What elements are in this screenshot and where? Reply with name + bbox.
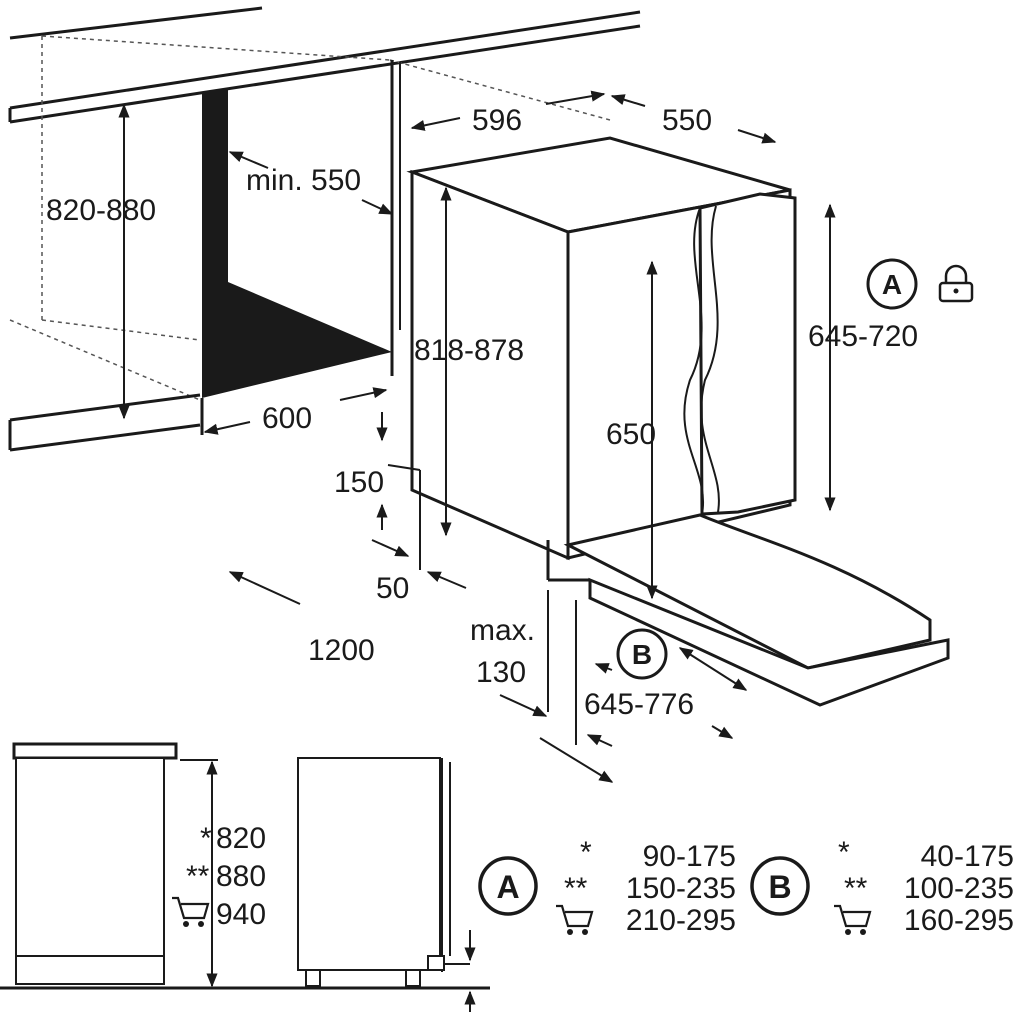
door-height-range-label: 645-720 — [808, 320, 918, 353]
plinth-height-label: 150 — [334, 466, 384, 499]
svg-text:B: B — [768, 869, 791, 905]
marker-a-top: A — [866, 258, 918, 310]
open-door-floor — [546, 513, 950, 707]
table-a-value-3: 210-295 — [626, 904, 736, 937]
table-b-value-3: 160-295 — [904, 904, 1014, 937]
cabinet-height-label: 820-880 — [46, 194, 156, 227]
table-b-prefix-1: * — [838, 836, 850, 869]
side-height-value-1: 820 — [216, 822, 266, 855]
marker-b-top: B — [616, 628, 668, 680]
plinth-setback-label: 50 — [376, 572, 409, 605]
worktop — [8, 6, 641, 124]
cabinet-outline-dashed — [9, 35, 611, 401]
dimension-lines — [118, 90, 836, 783]
side-height-value-2: 880 — [216, 860, 266, 893]
shopping-cart-icon — [172, 896, 210, 927]
padlock-icon — [938, 264, 974, 303]
marker-a-table: A — [478, 856, 538, 916]
door-panel — [683, 192, 797, 516]
niche-opening — [200, 60, 401, 435]
table-a-value-1: 90-175 — [643, 840, 736, 873]
max-label: max. — [470, 614, 535, 647]
door-height-label: 650 — [606, 418, 656, 451]
total-depth-label: 1200 — [308, 634, 375, 667]
side-view-freestanding — [12, 742, 218, 988]
door-opening-label: 645-776 — [584, 688, 694, 721]
svg-text:B: B — [632, 639, 652, 670]
side-height-prefix-1: * — [200, 822, 212, 855]
svg-text:A: A — [496, 869, 519, 905]
max-value-label: 130 — [476, 656, 526, 689]
side-height-value-3: 940 — [216, 898, 266, 931]
shopping-cart-icon — [556, 904, 594, 935]
table-b-value-2: 100-235 — [904, 872, 1014, 905]
side-view-builtin — [297, 757, 476, 1012]
table-a-prefix-1: * — [580, 836, 592, 869]
table-b-value-1: 40-175 — [921, 840, 1014, 873]
table-a-value-2: 150-235 — [626, 872, 736, 905]
appliance-depth-label: 550 — [662, 104, 712, 137]
niche-width-label: 600 — [262, 402, 312, 435]
appliance-width-label: 596 — [472, 104, 522, 137]
marker-b-table: B — [750, 856, 810, 916]
cabinet-base — [8, 393, 201, 452]
svg-text:A: A — [882, 269, 902, 300]
min-depth-label: min. 550 — [246, 164, 361, 197]
table-a-prefix-2: ** — [564, 872, 588, 905]
appliance-height-label: 818-878 — [414, 334, 524, 367]
shopping-cart-icon — [834, 904, 872, 935]
side-height-prefix-2: ** — [186, 860, 210, 893]
table-b-prefix-2: ** — [844, 872, 868, 905]
